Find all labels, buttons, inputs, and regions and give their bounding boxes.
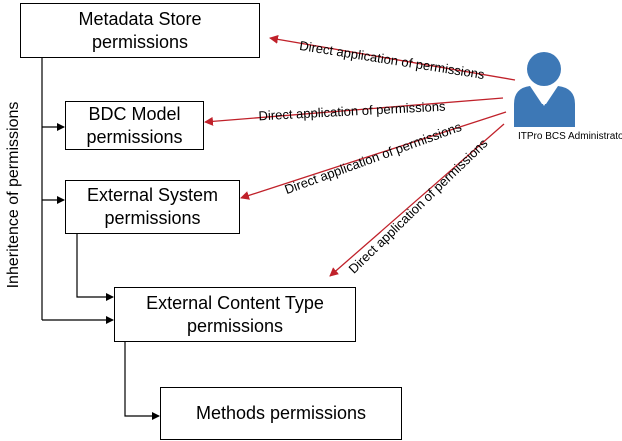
methods-label: Methods permissions xyxy=(195,403,367,423)
inheritance-arrow-ect-from-external-system xyxy=(76,234,114,301)
admin-label: ITPro BCS Administrator xyxy=(518,131,622,142)
user-icon xyxy=(514,52,575,127)
methods-permissions-box: Methods permissions xyxy=(160,387,402,440)
external-system-permissions-box: External System permissions xyxy=(65,180,240,234)
metadata-store-label: Metadata Store permissions xyxy=(78,8,202,52)
direct-arrow-metadata-store xyxy=(269,34,516,81)
bdc-model-label: BDC Model permissions xyxy=(86,103,183,147)
metadata-store-permissions-box: Metadata Store permissions xyxy=(20,3,260,58)
external-content-type-label: External Content Type permissions xyxy=(146,292,324,336)
bdc-model-permissions-box: BDC Model permissions xyxy=(65,101,204,150)
inheritance-arrow-methods xyxy=(124,342,160,420)
external-system-label: External System permissions xyxy=(86,185,219,228)
external-content-type-permissions-box: External Content Type permissions xyxy=(114,287,356,342)
inheritance-label: Inheritence of permissions xyxy=(5,101,22,289)
direct-arrow-bdc-model xyxy=(204,97,504,126)
direct-arrow-external-content-type xyxy=(329,123,505,277)
direct-arrow-external-system xyxy=(240,111,507,200)
